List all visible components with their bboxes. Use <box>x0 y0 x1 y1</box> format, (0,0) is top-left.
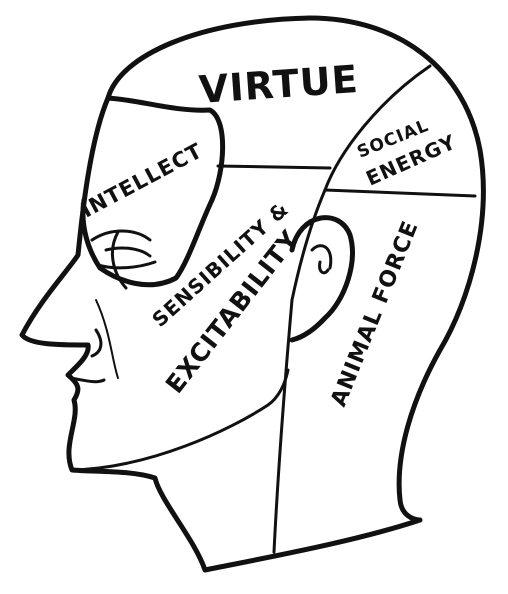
head-outline <box>19 15 486 573</box>
crown-division <box>216 164 332 170</box>
label-animal-force: ANIMAL FORCE <box>326 217 423 410</box>
neck-division <box>272 298 294 554</box>
label-virtue: VIRTUE <box>198 57 361 112</box>
jaw-line <box>70 368 290 472</box>
label-intellect: INTELLECT <box>77 138 206 222</box>
cheek-line <box>95 299 119 379</box>
intellect-region-border <box>80 95 226 288</box>
animal-force-top-border <box>323 188 477 198</box>
mouth <box>68 376 106 384</box>
nostril <box>90 328 103 358</box>
ear-inner <box>310 244 333 275</box>
eye <box>90 229 157 290</box>
ear <box>289 215 355 343</box>
